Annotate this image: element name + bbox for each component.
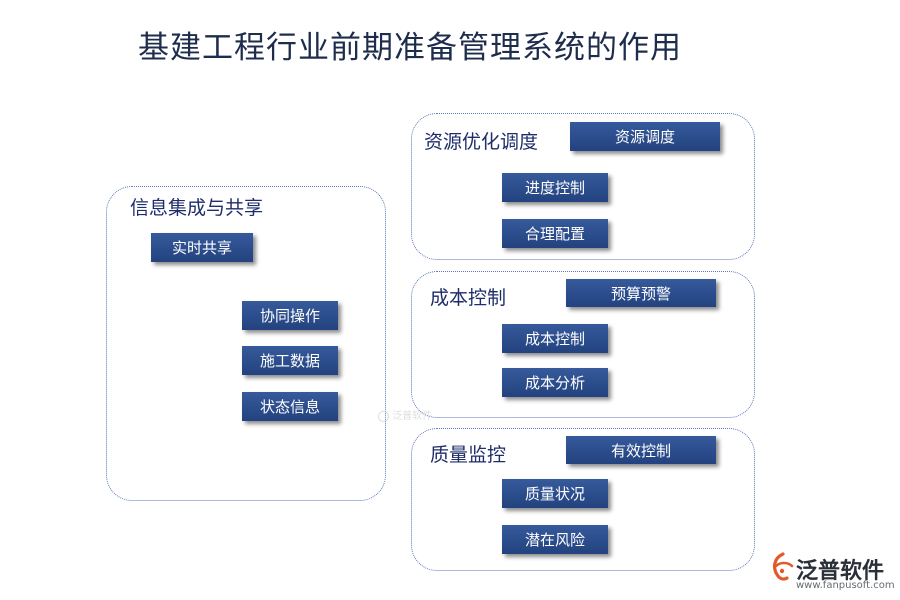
node-construction-data: 施工数据 <box>242 346 338 375</box>
panel-title-info-sharing: 信息集成与共享 <box>130 197 264 219</box>
node-potential-risk: 潜在风险 <box>502 525 608 554</box>
brand-name: 泛普软件 <box>796 559 885 584</box>
node-budget-warning: 预算预警 <box>566 279 716 307</box>
node-rational-allocation: 合理配置 <box>502 219 608 248</box>
brand-logo-icon <box>772 552 794 581</box>
brand-url: www.fanpusoft.com <box>796 580 895 591</box>
node-collaboration: 协同操作 <box>242 301 338 330</box>
watermark-logo-icon <box>378 410 389 422</box>
node-quality-status: 质量状况 <box>502 479 608 508</box>
node-resource-dispatch: 资源调度 <box>570 122 720 151</box>
node-progress-control: 进度控制 <box>502 173 608 202</box>
node-cost-analysis: 成本分析 <box>502 368 608 397</box>
node-effective-control: 有效控制 <box>566 436 716 464</box>
watermark: 泛普软件 <box>378 407 432 422</box>
page-title: 基建工程行业前期准备管理系统的作用 <box>138 30 682 66</box>
node-status-info: 状态信息 <box>242 392 338 421</box>
node-cost-control: 成本控制 <box>502 324 608 353</box>
panel-title-resource-scheduling: 资源优化调度 <box>424 131 539 153</box>
node-realtime-sharing: 实时共享 <box>151 233 253 262</box>
panel-title-cost-control: 成本控制 <box>430 287 507 309</box>
panel-title-quality-monitoring: 质量监控 <box>430 444 507 466</box>
